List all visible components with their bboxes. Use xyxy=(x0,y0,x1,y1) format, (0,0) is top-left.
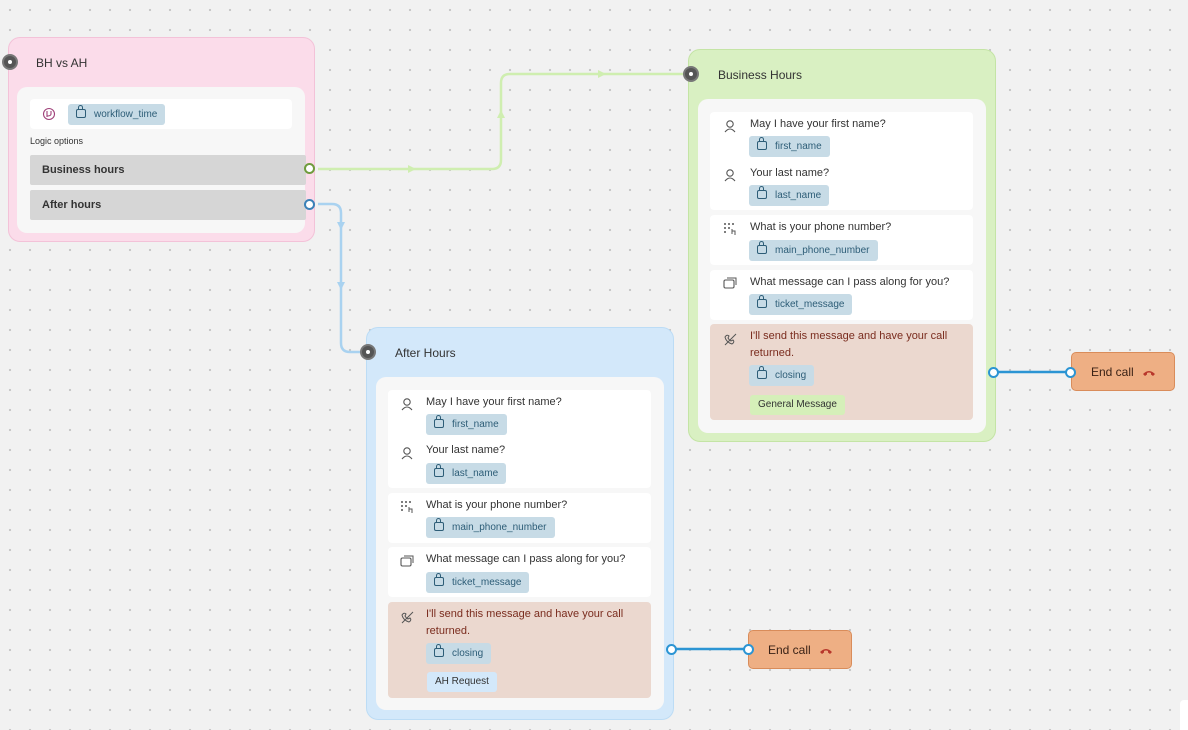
variable-chip[interactable]: main_phone_number xyxy=(749,240,878,261)
closing-text: I'll send this message and have your cal… xyxy=(750,330,948,359)
node-title: After Hours xyxy=(395,346,456,360)
question-text: Your last name? xyxy=(750,167,830,179)
phone-hang-up-icon xyxy=(820,649,832,654)
lock-icon xyxy=(434,644,444,657)
keypad-icon xyxy=(401,501,413,513)
lock-icon xyxy=(757,241,767,254)
variable-chip[interactable]: last_name xyxy=(749,185,830,206)
wire-arrow xyxy=(337,222,345,230)
lock-icon xyxy=(76,105,86,118)
closing-text: I'll send this message and have your cal… xyxy=(426,608,624,637)
keypad-icon xyxy=(724,223,736,235)
question-text: Your last name? xyxy=(426,444,506,456)
lock-icon xyxy=(757,186,767,199)
message-icon xyxy=(400,555,414,567)
question-text: What is your phone number? xyxy=(426,499,568,511)
variable-chip[interactable]: first_name xyxy=(426,414,507,435)
input-port-end-call-bh[interactable] xyxy=(1065,367,1076,378)
output-port-ah[interactable] xyxy=(666,644,677,655)
hang-up-icon xyxy=(401,611,414,624)
message-icon xyxy=(723,277,737,289)
end-call-label: End call xyxy=(768,643,811,657)
logic-options-label: Logic options xyxy=(30,136,84,146)
question-text: May I have your first name? xyxy=(750,118,886,130)
node-drag-handle[interactable] xyxy=(360,344,376,360)
node-drag-handle[interactable] xyxy=(683,66,699,82)
variable-chip[interactable]: ticket_message xyxy=(426,572,530,593)
variable-chip[interactable]: last_name xyxy=(426,463,507,484)
user-voice-icon xyxy=(724,169,736,182)
node-drag-handle[interactable] xyxy=(2,54,18,70)
end-call-node-ah[interactable]: End call xyxy=(748,630,852,669)
output-port-bh[interactable] xyxy=(988,367,999,378)
hang-up-icon xyxy=(724,333,737,346)
end-call-node-bh[interactable]: End call xyxy=(1071,352,1175,391)
lock-icon xyxy=(434,573,444,586)
question-text: What is your phone number? xyxy=(750,221,892,233)
end-call-label: End call xyxy=(1091,365,1134,379)
logic-option-after-hours[interactable]: After hours xyxy=(30,190,306,220)
wire-after-hours xyxy=(318,202,364,354)
node-title: BH vs AH xyxy=(36,56,88,70)
lock-icon xyxy=(757,366,767,379)
user-voice-icon xyxy=(401,447,413,460)
lock-icon xyxy=(434,415,444,428)
input-port-end-call-ah[interactable] xyxy=(743,644,754,655)
question-text: What message can I pass along for you? xyxy=(426,553,626,565)
question-text: May I have your first name? xyxy=(426,396,562,408)
variable-chip[interactable]: ticket_message xyxy=(749,294,853,315)
lock-icon xyxy=(434,464,444,477)
wire-business-hours xyxy=(318,72,686,171)
wire-arrow xyxy=(337,282,345,290)
question-text: What message can I pass along for you? xyxy=(750,276,950,288)
wire-arrow xyxy=(598,70,606,78)
node-title: Business Hours xyxy=(718,68,803,82)
variable-chip[interactable]: first_name xyxy=(749,136,830,157)
lock-icon xyxy=(434,518,444,531)
output-port-after-hours[interactable] xyxy=(304,199,315,210)
lock-icon xyxy=(757,137,767,150)
variable-chip[interactable]: closing xyxy=(426,643,492,664)
lock-icon xyxy=(757,295,767,308)
user-voice-icon xyxy=(724,120,736,133)
logic-option-business-hours[interactable]: Business hours xyxy=(30,155,306,185)
variable-chip[interactable]: main_phone_number xyxy=(426,517,555,538)
phone-hang-up-icon xyxy=(1143,371,1155,376)
wire-arrow xyxy=(497,110,505,118)
output-port-business-hours[interactable] xyxy=(304,163,315,174)
branch-icon xyxy=(42,107,56,121)
variable-chip[interactable]: workflow_time xyxy=(68,104,166,125)
variable-chip[interactable]: closing xyxy=(749,365,815,386)
category-tag[interactable]: AH Request xyxy=(427,672,497,692)
corner-panel xyxy=(1180,700,1188,730)
category-tag[interactable]: General Message xyxy=(750,395,845,415)
wire-arrow xyxy=(408,165,416,173)
user-voice-icon xyxy=(401,398,413,411)
